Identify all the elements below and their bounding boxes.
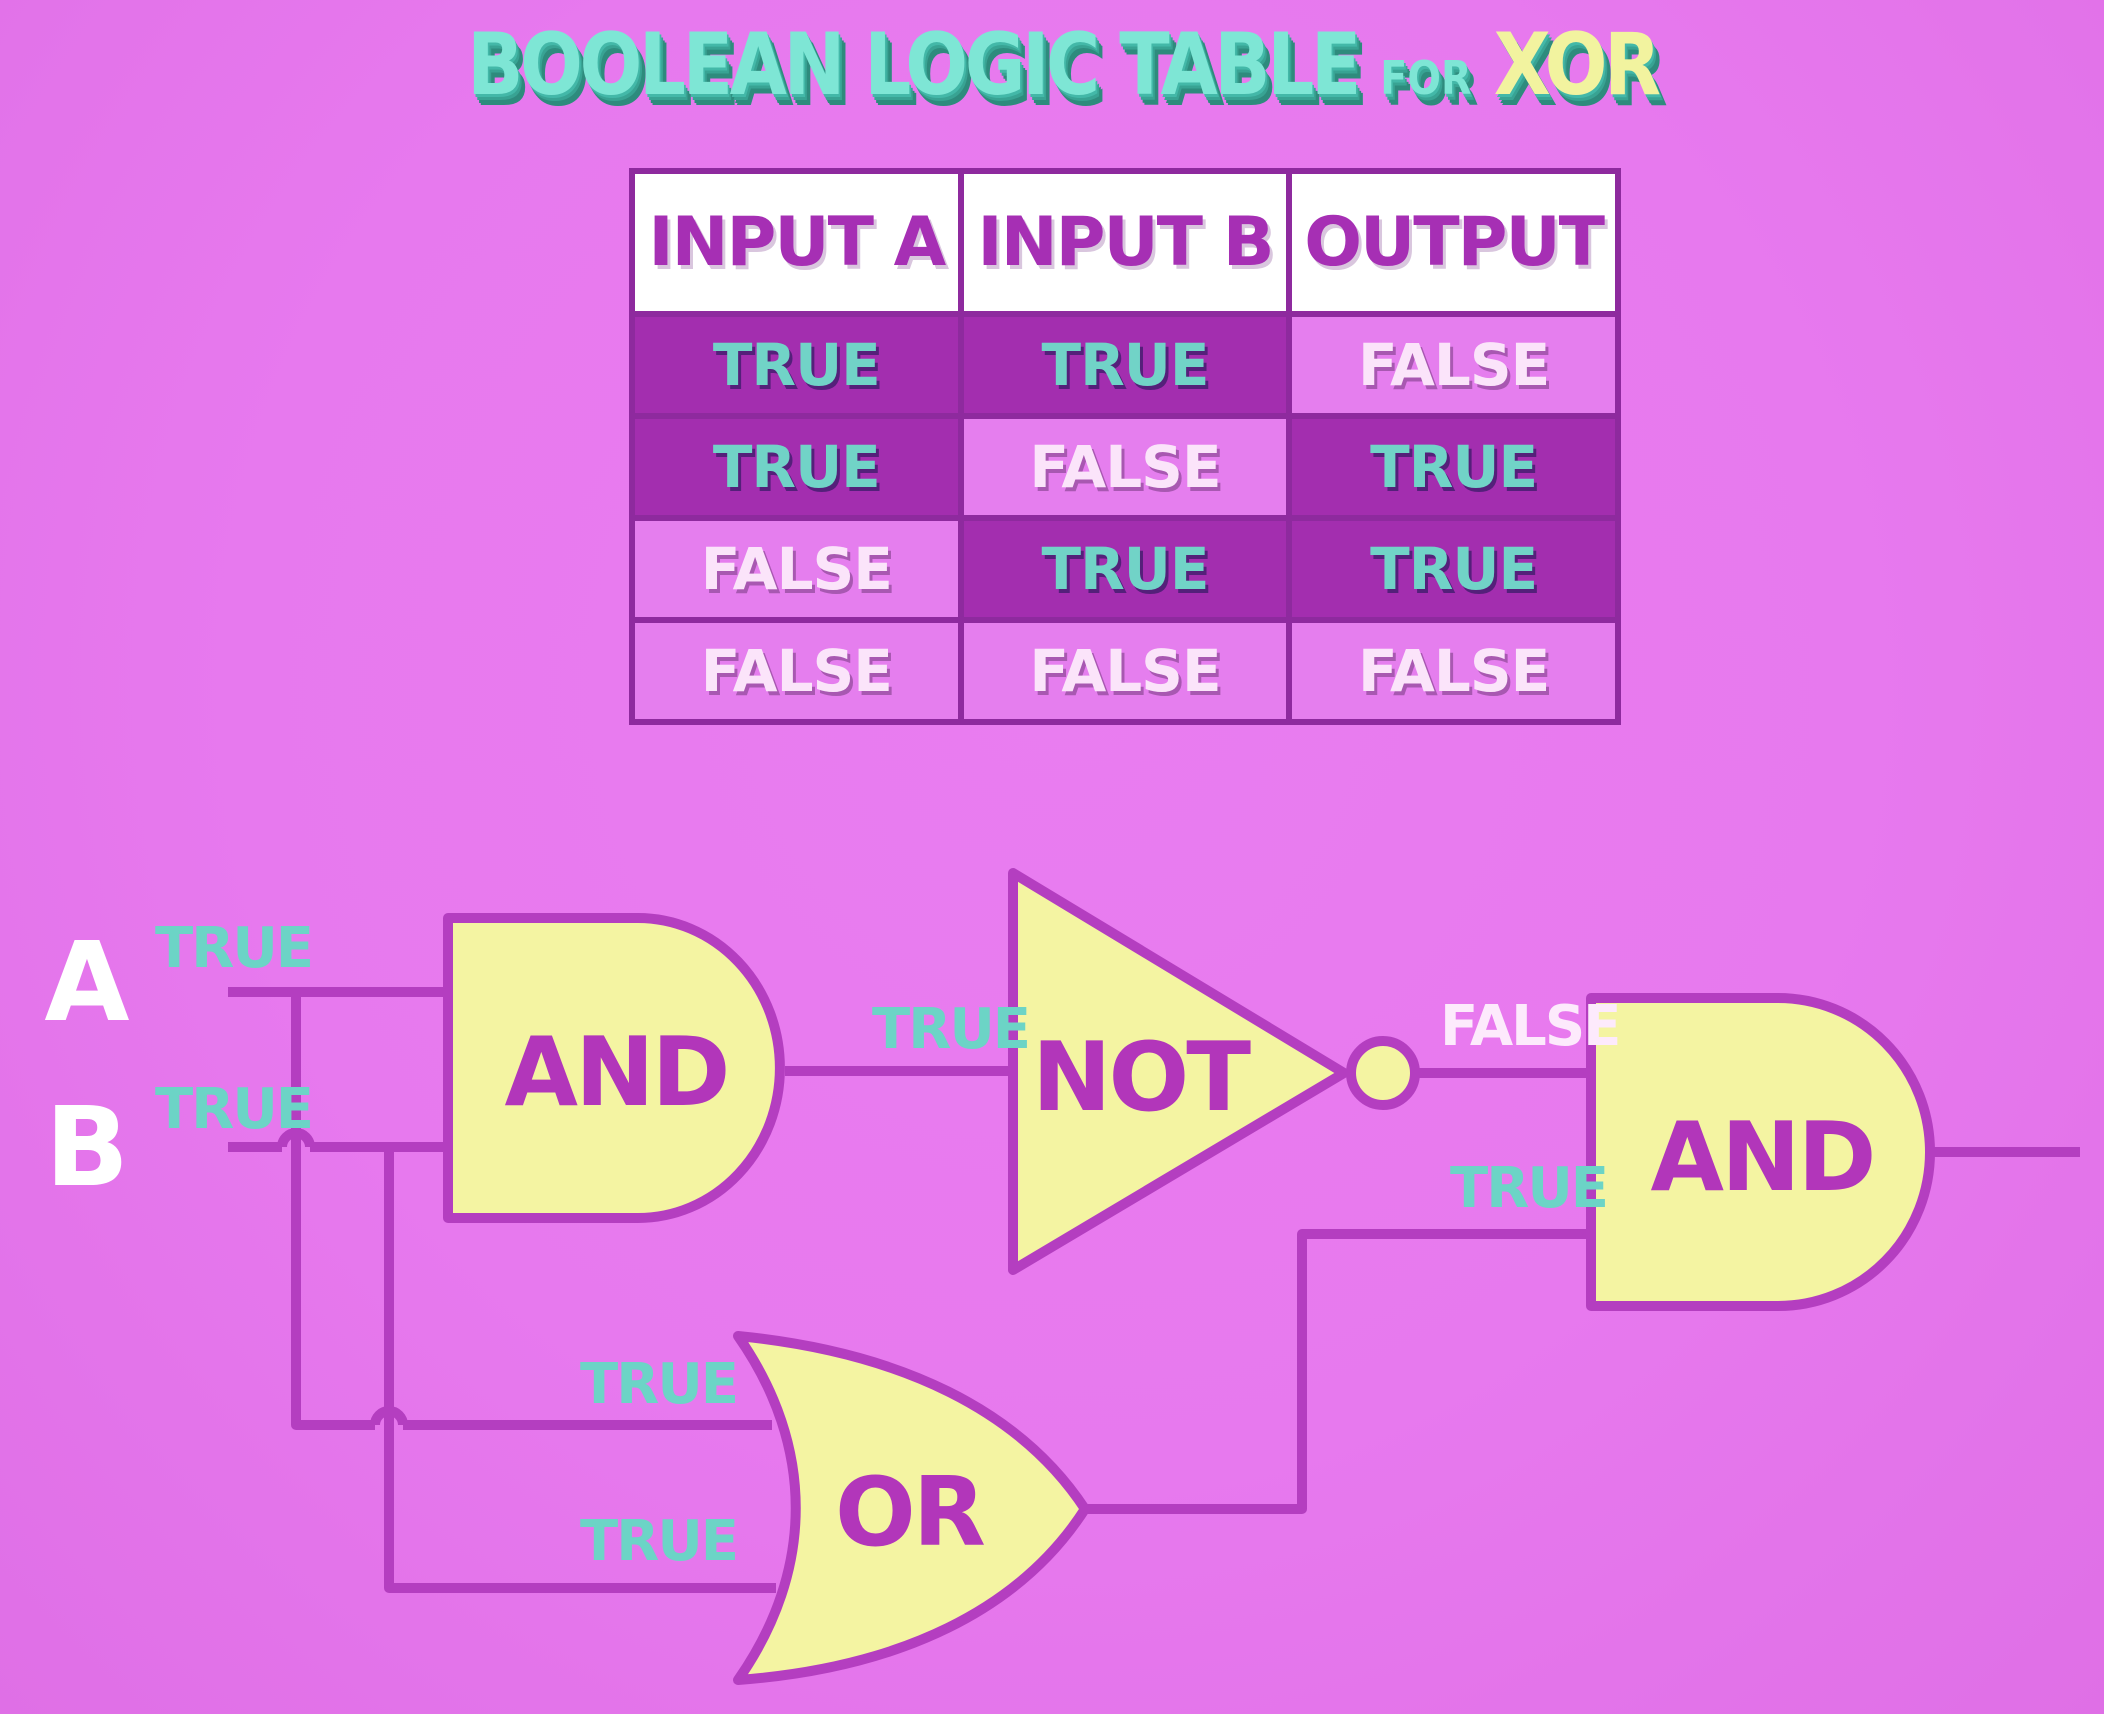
and-gate-2-shape xyxy=(1586,993,1935,1311)
table-header-row: INPUT A INPUT B OUTPUT xyxy=(629,168,1621,317)
wire-label-or-in-1: TRUE xyxy=(580,1352,737,1417)
wire-label-not-out: FALSE xyxy=(1440,994,1619,1059)
not-gate-shape xyxy=(1008,868,1349,1275)
table-row: TRUE FALSE TRUE xyxy=(629,413,1621,521)
table-row: FALSE FALSE FALSE xyxy=(629,617,1621,725)
title-main: BOOLEAN LOGIC TABLE xyxy=(467,15,1361,115)
and-gate-1-shape xyxy=(443,913,785,1223)
header-input-a: INPUT A xyxy=(629,168,964,317)
title-xor: XOR xyxy=(1493,15,1661,115)
table-cell: FALSE xyxy=(1286,311,1621,419)
wire-label-a-in: TRUE xyxy=(155,916,312,981)
table-cell: FALSE xyxy=(1286,617,1621,725)
table-cell: FALSE xyxy=(957,617,1293,725)
and-gate-1-label: AND xyxy=(505,1018,728,1128)
or-gate-label: OR xyxy=(835,1458,985,1568)
table-cell: FALSE xyxy=(629,617,964,725)
header-output: OUTPUT xyxy=(1286,168,1621,317)
wire-label-and-out: TRUE xyxy=(872,997,1029,1062)
table-cell: TRUE xyxy=(629,311,964,419)
wire-label-or-in-2: TRUE xyxy=(580,1509,737,1574)
not-gate-label: NOT xyxy=(1032,1023,1251,1133)
wire-or-to-and xyxy=(1087,1229,1591,1514)
table-cell: TRUE xyxy=(957,311,1293,419)
table-cell: FALSE xyxy=(629,515,964,623)
title: BOOLEAN LOGIC TABLE FOR XOR xyxy=(158,10,1967,133)
table-cell: TRUE xyxy=(1286,413,1621,521)
header-input-b: INPUT B xyxy=(957,168,1293,317)
input-b-label: B xyxy=(45,1083,129,1211)
table-cell: FALSE xyxy=(957,413,1293,521)
table-cell: TRUE xyxy=(629,413,964,521)
and-gate-2-label: AND xyxy=(1651,1103,1874,1213)
or-gate-shape xyxy=(733,1331,1090,1685)
input-a-label: A xyxy=(44,918,129,1046)
table-cell: TRUE xyxy=(1286,515,1621,623)
truth-table: INPUT A INPUT B OUTPUT TRUE TRUE FALSE T… xyxy=(629,168,1621,725)
wire-b-branch xyxy=(384,1147,776,1593)
table-cell: TRUE xyxy=(957,515,1293,623)
wire-label-or-out: TRUE xyxy=(1450,1156,1607,1221)
wire-a-branch xyxy=(291,992,375,1430)
wire-label-b-in: TRUE xyxy=(155,1077,312,1142)
wires xyxy=(228,987,2080,1593)
wire-b-hop xyxy=(277,1128,315,1148)
table-row: TRUE TRUE FALSE xyxy=(629,311,1621,419)
gates xyxy=(443,868,1935,1685)
not-bubble-shape xyxy=(1346,1036,1420,1110)
title-for: FOR xyxy=(1380,51,1472,105)
table-row: FALSE TRUE TRUE xyxy=(629,515,1621,623)
